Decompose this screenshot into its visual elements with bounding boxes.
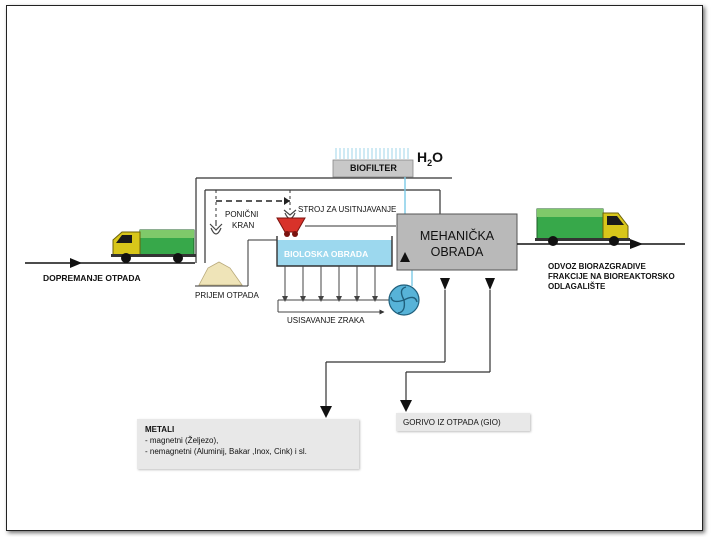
mehanicka-up-arrow	[400, 252, 410, 262]
mehanicka-label: MEHANIČKA OBRADA	[397, 228, 517, 261]
rdf-arrow-end	[400, 400, 412, 412]
removal-label: ODVOZ BIORAZGRADIVE FRAKCIJE NA BIOREAKT…	[548, 262, 675, 292]
metals-line-2: - nemagnetni (Aluminij, Bakar ,Inox, Cin…	[145, 446, 307, 456]
h2o-h: H	[417, 149, 428, 165]
removal-truck	[535, 208, 630, 246]
rdf-box	[396, 413, 530, 431]
mehanicka-box	[396, 213, 518, 271]
h2o-o: O	[432, 149, 444, 165]
suction-label: USISAVANJE ZRAKA	[287, 316, 365, 325]
metals-text: METALI - magnetni (Željezo), - nemagnetn…	[145, 425, 307, 457]
bio-pool-walls	[276, 236, 393, 267]
bio-label: BIOLOSKA OBRADA	[284, 249, 369, 259]
biofilter-box	[332, 159, 414, 178]
removal-line-1: ODVOZ BIORAZGRADIVE	[548, 262, 646, 271]
h2o-2: 2	[427, 157, 433, 168]
reception-label: PRIJEM OTPADA	[195, 291, 259, 300]
crane-label-1: PONIČNI	[225, 210, 259, 219]
rdf-arrow-head	[485, 278, 495, 290]
removal-line-2: FRAKCIJE NA BIOREAKTORSKO	[548, 272, 675, 281]
mehanicka-line-2: OBRADA	[430, 245, 484, 260]
rdf-label: GORIVO IZ OTPADA (GIO)	[403, 418, 501, 427]
mehanicka-line-1: MEHANIČKA	[419, 229, 495, 243]
shredder-label: STROJ ZA USITNJAVANJE	[298, 205, 397, 214]
crane-label-2: KRAN	[232, 221, 255, 230]
air-suction-arrows	[282, 296, 378, 302]
metals-line-1: - magnetni (Željezo),	[145, 435, 219, 445]
crane-grab-icon	[209, 220, 223, 235]
metals-arrow-end	[320, 406, 332, 418]
biofilter-label: BIOFILTER	[350, 163, 397, 173]
removal-line-3: ODLAGALIŠTE	[548, 282, 606, 291]
delivery-label: DOPREMANJE OTPADA	[43, 273, 141, 283]
metals-box	[137, 419, 359, 469]
metals-arrow-head	[440, 278, 450, 290]
output-flow-arrow	[630, 239, 643, 249]
input-flow-arrow	[70, 258, 82, 268]
bio-pool-water	[277, 240, 392, 266]
reception-heap	[198, 261, 243, 286]
biofilter-vents	[335, 148, 409, 159]
fan-icon	[388, 284, 420, 316]
h2o-label: H2O	[417, 149, 443, 168]
crane-rail-arrow	[284, 197, 290, 205]
delivery-truck	[111, 229, 196, 263]
metals-title: METALI	[145, 425, 175, 434]
crane-grab-icon-2	[283, 209, 297, 220]
air-suction-pipes	[278, 266, 390, 301]
shredder-icon	[276, 217, 306, 237]
